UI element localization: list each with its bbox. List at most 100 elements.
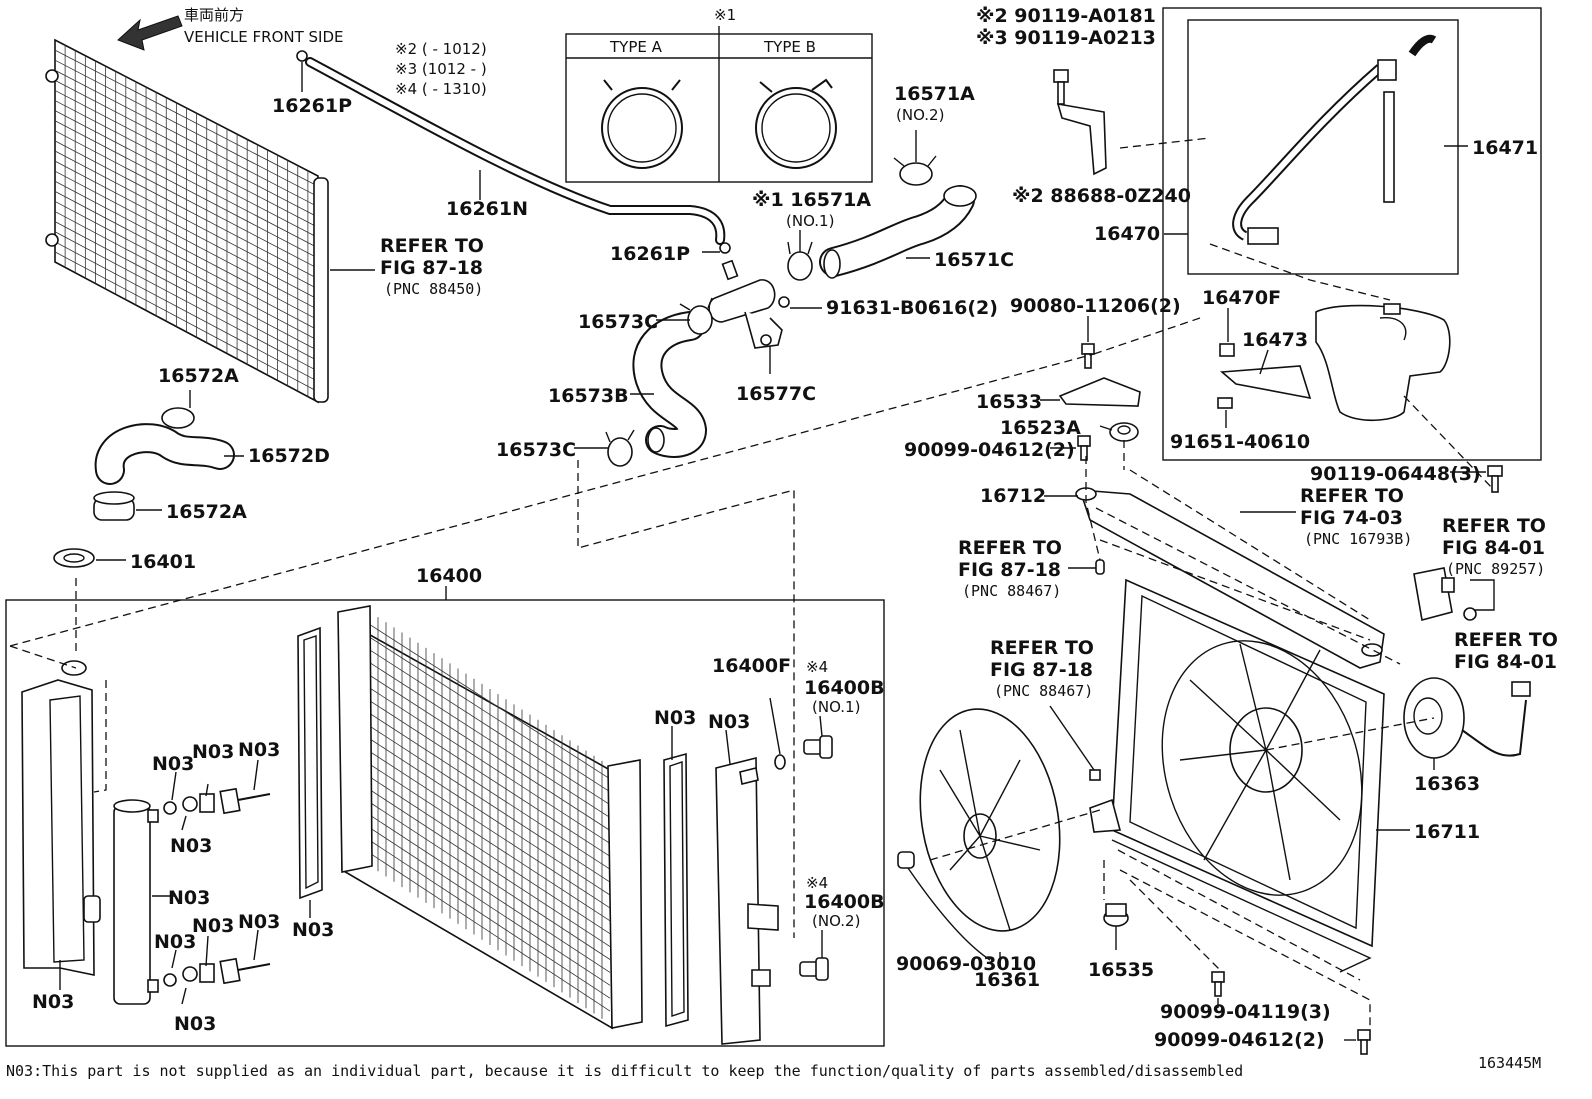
n03-label: N03 xyxy=(192,915,234,937)
hose-16572d-drawing xyxy=(94,423,235,485)
bolt-91651 xyxy=(1217,397,1233,409)
refer-5-line-c: (PNC 88467) xyxy=(994,682,1093,700)
label-mark4-bottom: ※4 xyxy=(806,874,828,892)
label-16261p-top: 16261P xyxy=(272,95,352,117)
gasket-right xyxy=(663,752,689,1028)
clamp-type-box xyxy=(565,33,873,183)
label-16363: 16363 xyxy=(1414,773,1480,795)
n03-label: N03 xyxy=(32,991,74,1013)
condenser-drawing xyxy=(45,38,329,404)
refer-2-line-a: REFER TO xyxy=(1300,485,1404,507)
drain-plug-16400b-no2 xyxy=(799,957,829,981)
n03-label: N03 xyxy=(654,707,696,729)
refer-2-line-c: (PNC 16793B) xyxy=(1304,530,1412,548)
n03-label: N03 xyxy=(192,741,234,763)
label-16400b-bottom: 16400B xyxy=(804,891,885,913)
label-90099-04612-top: 90099-04612(2) xyxy=(904,439,1075,461)
radiator-core xyxy=(337,605,643,1030)
label-no1-a: (NO.1) xyxy=(786,212,834,230)
label-91651: 91651-40610 xyxy=(1170,431,1310,453)
refer-4-line-c: (PNC 88467) xyxy=(962,582,1061,600)
refer-5-line-a: REFER TO xyxy=(990,637,1094,659)
n03-label: N03 xyxy=(152,753,194,775)
label-16470f: 16470F xyxy=(1202,287,1281,309)
label-16573c-bottom: 16573C xyxy=(496,439,576,461)
connector-89257 xyxy=(1413,567,1477,621)
fan-motor-16363 xyxy=(1403,677,1531,759)
label-16473: 16473 xyxy=(1242,329,1308,351)
fittings-lower xyxy=(163,957,271,987)
pin-88467 xyxy=(1095,559,1105,575)
serial-note-3: ※4 ( - 1310) xyxy=(395,80,487,98)
bracket-16473 xyxy=(1220,365,1312,400)
refer-1-line-a: REFER TO xyxy=(380,235,484,257)
radiator-right-tank xyxy=(715,756,779,1045)
o-ring-16400f xyxy=(774,754,786,770)
label-16261p-mid: 16261P xyxy=(610,243,690,265)
bracket-16533 xyxy=(1058,377,1141,407)
n03-label: N03 xyxy=(238,739,280,761)
grommet-16523a xyxy=(1109,422,1139,442)
bolt-90099-04612-top xyxy=(1077,435,1091,461)
fittings-upper xyxy=(163,787,271,815)
bolt-90080 xyxy=(1081,343,1095,369)
label-90099-04119: 90099-04119(3) xyxy=(1160,1001,1331,1023)
fan-16361 xyxy=(919,708,1061,932)
drain-plug-16400b-no1 xyxy=(803,735,833,759)
seal-16401 xyxy=(53,548,95,568)
radiator-left-tank xyxy=(21,660,101,976)
bolt-90099-04612-bottom xyxy=(1357,1029,1371,1055)
label-16572a-bottom: 16572A xyxy=(166,501,247,523)
label-16535: 16535 xyxy=(1088,959,1154,981)
label-16571c: 16571C xyxy=(934,249,1014,271)
serial-note-2: ※3 (1012 - ) xyxy=(395,60,487,78)
reservoir-hose-16471 xyxy=(1232,34,1437,245)
front-side-jp: 車両前方 xyxy=(184,6,244,24)
label-16400: 16400 xyxy=(416,565,482,587)
footnote: N03:This part is not supplied as an indi… xyxy=(6,1062,1243,1080)
leader-lines xyxy=(59,62,1495,1041)
label-16261n: 16261N xyxy=(446,198,528,220)
radiator-group-box xyxy=(5,599,885,1047)
label-90119-06448: 90119-06448(3) xyxy=(1310,463,1481,485)
n03-label: N03 xyxy=(168,887,210,909)
label-16400b-top: 16400B xyxy=(804,677,885,699)
label-16711: 16711 xyxy=(1414,821,1480,843)
label-16572a-top: 16572A xyxy=(158,365,239,387)
refer-3-line-c: (PNC 89257) xyxy=(1446,560,1545,578)
clip-16470f xyxy=(1219,343,1235,357)
refer-1-line-c: (PNC 88450) xyxy=(384,280,483,298)
n03-label: N03 xyxy=(292,919,334,941)
nut-90069 xyxy=(897,851,915,869)
bolt-90119-06448 xyxy=(1487,465,1503,493)
reservoir-tank-16470 xyxy=(1315,303,1451,422)
label-mark4-top: ※4 xyxy=(806,658,828,676)
note-88688: ※2 88688-0Z240 xyxy=(1012,185,1191,207)
refer-2-line-b: FIG 74-03 xyxy=(1300,507,1403,529)
label-90080: 90080-11206(2) xyxy=(1010,295,1181,317)
n03-label: N03 xyxy=(238,911,280,933)
reservoir-group-box xyxy=(1162,7,1542,461)
hose-16571c-drawing xyxy=(819,185,977,279)
label-no1-b: (NO.1) xyxy=(812,698,860,716)
refer-4-line-a: REFER TO xyxy=(958,537,1062,559)
clamp-16572a-bottom xyxy=(93,491,135,521)
refer-1-line-b: FIG 87-18 xyxy=(380,257,483,279)
label-16571a-no1: ※1 16571A xyxy=(752,189,871,211)
refer-6-line-b: FIG 84-01 xyxy=(1454,651,1557,673)
type-a-label: TYPE A xyxy=(609,38,663,56)
n03-label: N03 xyxy=(154,931,196,953)
label-16361: 16361 xyxy=(974,969,1040,991)
label-16533: 16533 xyxy=(976,391,1042,413)
note-90119-a0213: ※3 90119-A0213 xyxy=(976,27,1156,49)
hose-16573b-drawing xyxy=(632,311,708,458)
gasket-left xyxy=(297,626,323,900)
label-16523a: 16523A xyxy=(1000,417,1081,439)
label-16400f: 16400F xyxy=(712,655,791,677)
front-arrow-icon xyxy=(117,15,183,51)
clamp-16573c-bottom xyxy=(605,429,635,467)
fan-shroud-16711 xyxy=(1089,578,1385,973)
refer-4-line-b: FIG 87-18 xyxy=(958,559,1061,581)
bolt-90099-04119 xyxy=(1211,971,1225,997)
